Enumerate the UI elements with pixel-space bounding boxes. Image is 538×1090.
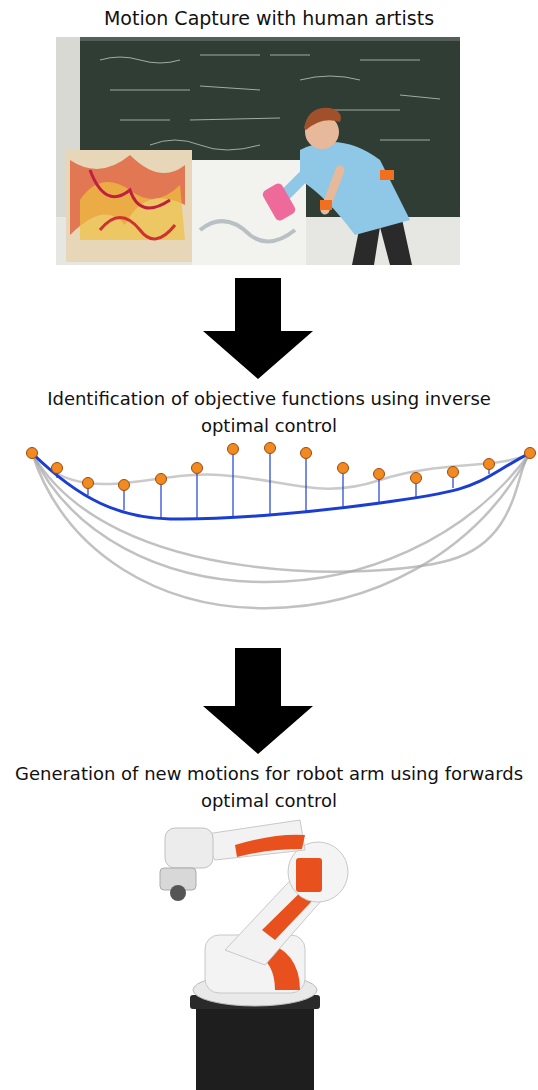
- motion-capture-photo: [56, 37, 460, 265]
- block-arrow: [203, 278, 313, 379]
- block-arrow: [203, 648, 313, 754]
- trajectory-curves: [27, 443, 536, 609]
- robot-arm: [160, 820, 348, 1090]
- stage-panel: Identification of objective functions us…: [20, 385, 518, 640]
- stage-caption: Identification of objective functions us…: [34, 385, 504, 439]
- stage-panel: Motion Capture with human artists: [30, 4, 508, 270]
- stage-caption: Generation of new motions for robot arm …: [14, 760, 524, 814]
- stage-caption: Motion Capture with human artists: [34, 4, 504, 32]
- stage-panel: Generation of new motions for robot arm …: [4, 760, 534, 1088]
